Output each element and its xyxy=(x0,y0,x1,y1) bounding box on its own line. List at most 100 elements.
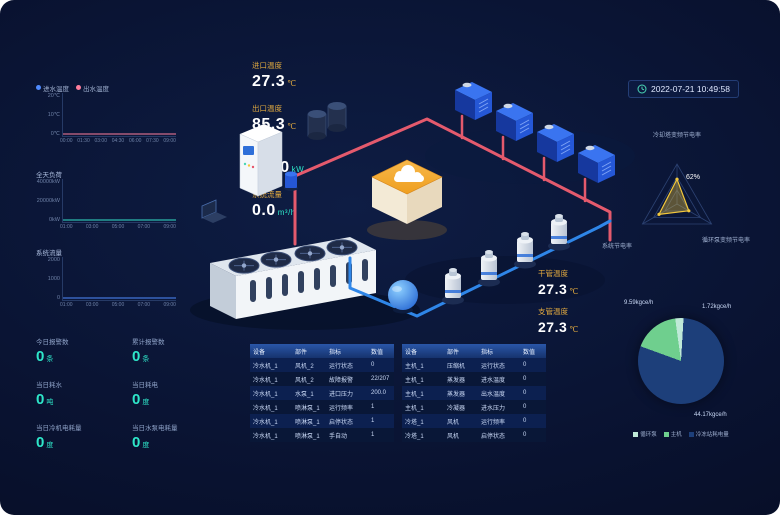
table-cell: 进水压力 xyxy=(481,405,506,412)
table-cell: 手自动 xyxy=(329,433,348,440)
table-cell: 冷塔_1 xyxy=(405,419,424,426)
table-cell: 1 xyxy=(371,432,375,438)
table-cell: 主机_1 xyxy=(405,363,424,370)
sphere-tank xyxy=(388,280,418,314)
pie-slice-label: 9.59kgce/h xyxy=(624,300,654,306)
table-cell: 水泵_1 xyxy=(295,391,314,398)
table-cell: 设备 xyxy=(253,349,266,356)
storage-tank xyxy=(327,102,347,132)
chart-plot-area xyxy=(62,93,176,137)
table-cell: 0 xyxy=(523,362,527,368)
table-cell: 设备 xyxy=(405,349,418,356)
table-cell: 运行状态 xyxy=(481,363,506,370)
table-cell: 0 xyxy=(371,362,375,368)
table-cell: 主机_1 xyxy=(405,391,424,398)
radar-axis-bottom-left: 系统节电率 xyxy=(602,244,633,250)
table-cell: 启停状态 xyxy=(481,433,506,440)
chart-plot-area xyxy=(62,179,176,223)
pipe-temp-panel: 干管温度 27.3℃ 支管温度 27.3℃ xyxy=(538,268,579,344)
table-cell: 主机_1 xyxy=(405,377,424,384)
datetime-display: 2022-07-21 10:49:58 xyxy=(628,80,739,98)
chiller-unit xyxy=(496,103,533,141)
table-cell: 进水温度 xyxy=(481,377,506,384)
chart-legend-item: 出水温度 xyxy=(76,83,109,93)
water-pump xyxy=(442,268,464,305)
table-cell: 部件 xyxy=(295,349,308,356)
chiller-unit xyxy=(455,82,492,120)
table-cell: 部件 xyxy=(447,349,460,356)
water-pump xyxy=(514,232,536,269)
cloud-icon xyxy=(394,165,424,182)
table-cell: 主机_1 xyxy=(405,405,424,412)
metric-main-pipe-temp: 干管温度 27.3℃ xyxy=(538,269,579,297)
datetime-text: 2022-07-21 10:49:58 xyxy=(651,84,730,94)
table-cell: 1 xyxy=(371,404,375,410)
metric-branch-pipe-temp: 支管温度 27.3℃ xyxy=(538,307,579,335)
table-cell: 0 xyxy=(523,390,527,396)
table-cell: 风机 xyxy=(447,419,460,426)
water-pump xyxy=(478,250,500,287)
table-cell: 风机_2 xyxy=(295,363,314,370)
pie-legend-item: 冷冻站耗电量 xyxy=(688,430,729,438)
table-cell: 指标 xyxy=(481,349,494,356)
pie-legend-item: 循环泵 xyxy=(633,430,657,438)
storage-tank xyxy=(307,110,327,140)
table-cell: 数值 xyxy=(371,349,384,356)
chilled-water-pipe xyxy=(348,219,612,318)
table-cell: 喷淋泵_1 xyxy=(295,405,320,412)
pie-slice-label: 44.17kgce/h xyxy=(694,412,727,418)
tower-fan-icon xyxy=(326,239,358,256)
table-cell: 冷水机_1 xyxy=(253,433,278,440)
clock-icon xyxy=(637,84,647,94)
cabinet-screen xyxy=(243,146,254,155)
pie-chart-panel: 9.59kgce/h 1.72kgce/h 44.17kgce/h 循环泵主机冷… xyxy=(610,296,752,454)
chart-legend: 进水温度出水温度 xyxy=(36,82,176,93)
radar-chart-panel: 冷却塔变频节电率 62% 系统节电率 循环泵变频节电率 xyxy=(602,130,752,252)
pie-legend-item: 主机 xyxy=(663,430,682,438)
isometric-plant-scene xyxy=(190,82,635,330)
table-cell: 蒸发器 xyxy=(447,377,466,384)
chiller-unit xyxy=(578,145,615,183)
small-pump xyxy=(284,171,298,191)
table-cell: 冷水机_1 xyxy=(253,405,278,412)
table-cell: 故障报警 xyxy=(329,377,354,384)
table-row: 冷水机_1 喷淋泵_1 手自动 1 xyxy=(250,428,394,442)
table-cell: 喷淋泵_1 xyxy=(295,433,320,440)
chart-title: 系统流量 xyxy=(36,249,62,257)
cloud-platform xyxy=(371,159,443,224)
table-header-row: 设备部件指标数值 xyxy=(250,344,394,358)
table-cell: 0 xyxy=(523,404,527,410)
table-cell: 风机_2 xyxy=(295,377,314,384)
table-cell: 冷水机_1 xyxy=(253,391,278,398)
water-pump xyxy=(548,214,570,251)
tower-fan-icon xyxy=(228,257,260,274)
chiller-unit xyxy=(537,124,574,162)
table-cell: 0 xyxy=(523,432,527,438)
tower-fan-icon xyxy=(294,245,326,262)
control-cabinet xyxy=(239,124,283,197)
